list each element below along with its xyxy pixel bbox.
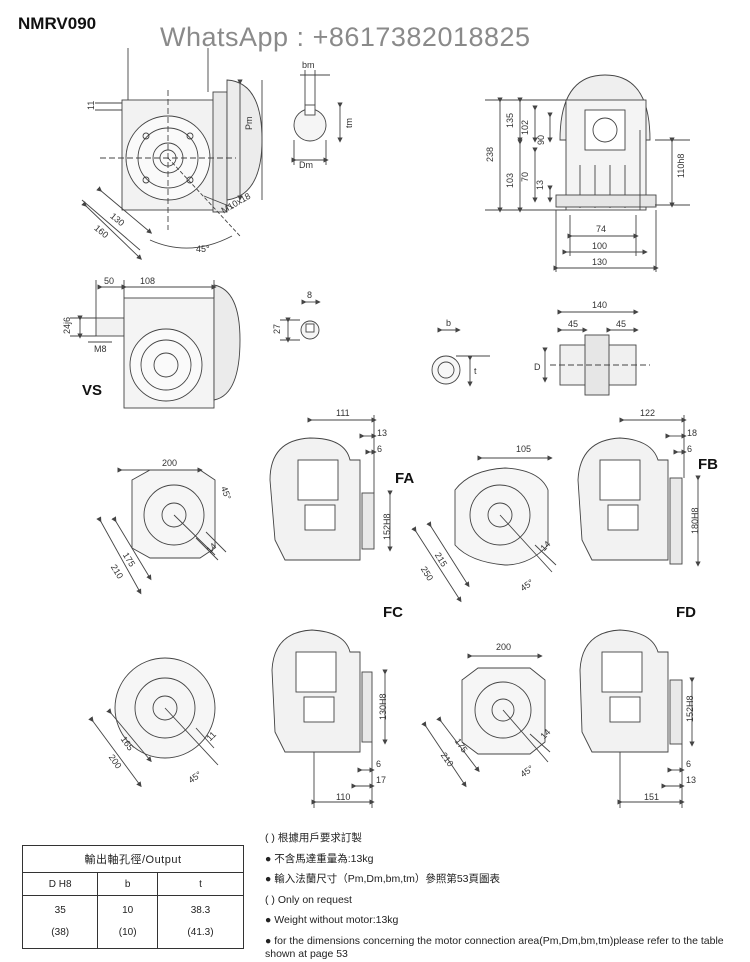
dim-90: 90 <box>536 135 546 145</box>
fa-dim-210: 210 <box>109 562 125 580</box>
col-b: b <box>97 872 158 896</box>
fc-flange-side <box>271 629 388 808</box>
fb-flange-side <box>577 415 701 567</box>
dim-11: 11 <box>86 101 96 110</box>
gearbox-front-view <box>81 48 263 260</box>
fb-dim-250: 250 <box>419 564 435 582</box>
fb-dim-105: 105 <box>516 444 531 454</box>
fd-dim-152h8: 152H8 <box>685 695 695 722</box>
dim-45deg: 45° <box>196 244 210 254</box>
dim-45-right: 45 <box>616 319 626 329</box>
fa-dim-45deg: 45° <box>219 485 233 502</box>
fc-dim-130h8: 130H8 <box>378 693 388 720</box>
dim-tm: tm <box>344 118 354 128</box>
note-item: ● for the dimensions concerning the moto… <box>265 934 724 960</box>
note-item: ● Weight without motor:13kg <box>265 914 399 926</box>
hollow-shaft-detail <box>431 327 490 387</box>
fb-dim-18: 18 <box>687 428 697 438</box>
fb-dim-122: 122 <box>640 408 655 418</box>
fa-flange-front <box>96 467 227 595</box>
dim-135: 135 <box>505 113 515 128</box>
dim-27: 27 <box>272 324 282 334</box>
fa-dim-152h8: 152H8 <box>382 513 392 540</box>
fa-dim-200: 200 <box>162 458 177 468</box>
dim-130b: 130 <box>592 257 607 267</box>
dim-110h8: 110h8 <box>676 154 686 178</box>
view-label-vs: VS <box>82 382 103 399</box>
output-table-header: 輸出軸孔徑/Output <box>22 845 244 873</box>
dim-74: 74 <box>596 224 606 234</box>
note-item: ( ) Only on request <box>265 893 352 906</box>
dim-160: 160 <box>92 223 110 240</box>
note-item: ● 輸入法蘭尺寸（Pm,Dm,bm,tm）參照第53頁圖表 <box>265 873 501 885</box>
fc-dim-110: 110 <box>336 792 350 802</box>
fd-dim-6: 6 <box>686 759 691 769</box>
vs-view <box>70 280 241 409</box>
input-keyway-detail <box>291 70 343 165</box>
dim-108: 108 <box>140 276 155 286</box>
dim-45-left: 45 <box>568 319 578 329</box>
col-dh8: D H8 <box>21 872 99 896</box>
dim-50: 50 <box>104 276 114 286</box>
dim-140: 140 <box>592 300 607 310</box>
fa-dim-111: 111 <box>336 408 350 418</box>
dim-13: 13 <box>535 180 545 190</box>
view-label-fc: FC <box>383 604 403 621</box>
dim-100: 100 <box>592 241 607 251</box>
output-bore-table: 輸出軸孔徑/Output D H8 b t 35(38) 10(10) 38.3… <box>21 845 245 949</box>
fd-dim-200: 200 <box>496 642 511 652</box>
fb-flange-front <box>411 455 557 603</box>
view-label-fa: FA <box>395 470 415 487</box>
dim-m8: M8 <box>94 344 107 354</box>
col-t: t <box>156 872 245 896</box>
view-label-fd: FD <box>676 604 696 621</box>
dim-238: 238 <box>485 147 495 162</box>
dim-pm: Pm <box>244 117 254 131</box>
dim-dm: Dm <box>299 160 313 170</box>
fa-dim-6: 6 <box>377 444 382 454</box>
fc-flange-front <box>88 657 219 788</box>
dim-102: 102 <box>520 120 530 135</box>
dim-8: 8 <box>307 290 312 300</box>
vs-keyway-detail <box>280 299 321 343</box>
cell-dh8: 35(38) <box>21 895 99 949</box>
dim-d: D <box>534 362 541 372</box>
dim-b: b <box>446 318 451 328</box>
fd-dim-13: 13 <box>686 775 696 785</box>
fc-dim-17: 17 <box>376 775 386 785</box>
fd-dim-45deg: 45° <box>518 763 535 779</box>
cell-t: 38.3(41.3) <box>156 895 245 949</box>
fd-dim-210: 210 <box>439 750 456 768</box>
fb-dim-45deg: 45° <box>518 577 535 593</box>
fa-dim-13: 13 <box>377 428 387 438</box>
fb-dim-215: 215 <box>433 550 449 568</box>
dim-t: t <box>474 366 477 376</box>
dim-70: 70 <box>520 172 530 182</box>
note-item: ● 不含馬達重量為:13kg <box>265 852 374 865</box>
fc-dim-45deg: 45° <box>186 769 203 785</box>
fd-flange-side <box>579 629 695 808</box>
notes-list: ( ) 根據用戶要求訂製 ● 不含馬達重量為:13kg ● 輸入法蘭尺寸（Pm,… <box>265 828 745 961</box>
gearbox-side-view <box>485 74 690 272</box>
fd-flange-front <box>421 653 551 788</box>
fc-dim-6: 6 <box>376 759 381 769</box>
fc-dim-200: 200 <box>107 752 124 770</box>
dim-bm: bm <box>302 60 315 70</box>
fb-dim-180h8: 180H8 <box>690 507 700 534</box>
dim-103: 103 <box>505 173 515 188</box>
whatsapp-watermark: WhatsApp : +8617382018825 <box>160 22 531 52</box>
fd-dim-151: 151 <box>644 792 659 802</box>
dim-24j6: 24j6 <box>62 317 72 334</box>
note-item: ( ) 根據用戶要求訂製 <box>265 832 362 844</box>
view-label-fb: FB <box>698 456 718 473</box>
side-shaft-view <box>542 309 650 396</box>
technical-drawing: 11 Pm 130 160 45° M10x18 Dm tm bm 238 13… <box>62 48 701 808</box>
fb-dim-6: 6 <box>687 444 692 454</box>
cell-b: 10(10) <box>97 895 158 949</box>
fa-flange-side <box>269 415 393 561</box>
dimension-labels: 11 Pm 130 160 45° M10x18 Dm tm bm 238 13… <box>62 60 700 802</box>
model-title: NMRV090 <box>18 14 97 33</box>
